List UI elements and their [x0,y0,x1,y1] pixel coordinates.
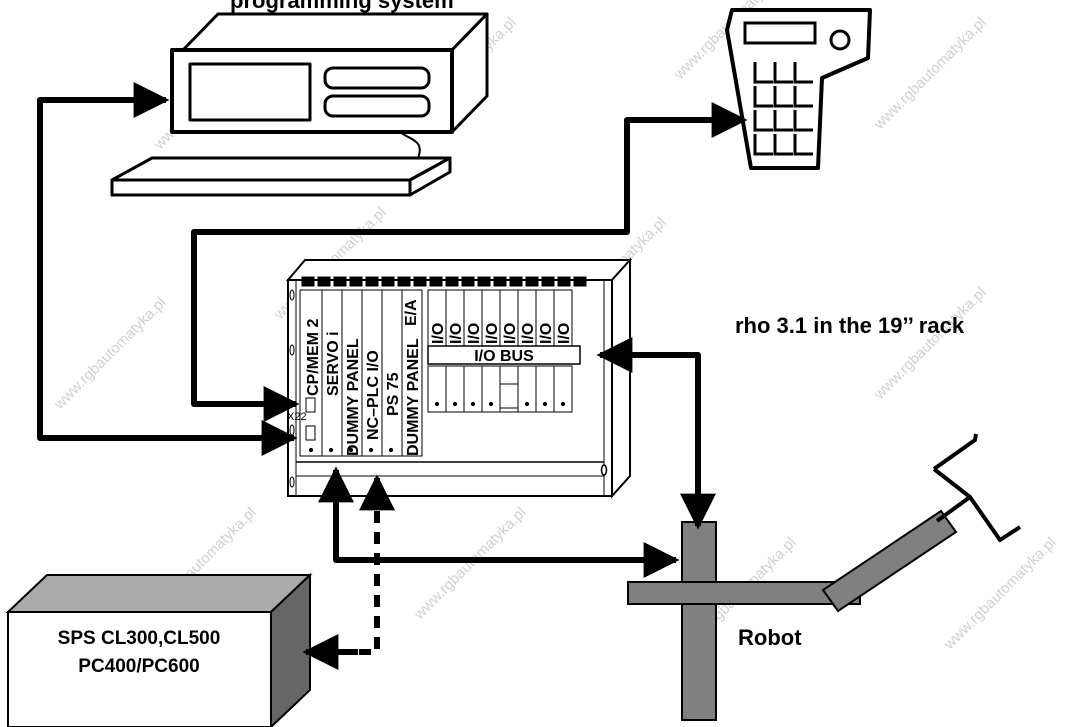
robot-icon [627,433,1022,721]
watermark: www.rgbautomatyka.pl [870,284,989,403]
connector-label: X22 [287,411,307,423]
io-module-label: I/O [430,323,447,344]
watermark: www.rgbautomatyka.pl [940,534,1059,653]
connection-lines [37,82,748,578]
plc-box-line1: SPS CL300,CL500 [58,628,221,649]
robot-label: Robot [738,625,802,650]
module-label: DUMMY PANEL [345,338,362,456]
rack-caption: rho 3.1 in the 19’’ rack [735,313,965,338]
io-module-label: I/O [556,323,573,344]
module-label: PS 75 [385,372,402,416]
plc-link-dotted-line [356,490,380,655]
io-module-label: I/O [520,323,537,344]
rack-19-inch [285,257,633,499]
plc-box [5,572,313,727]
plc-box-line2: PC400/PC600 [78,656,199,677]
io-bus-label: I/O BUS [474,348,534,365]
watermark: www.rgbautomatyka.pl [870,14,989,133]
module-label-small: E/A [403,299,420,326]
io-module-label: I/O [448,323,465,344]
io-module-label: I/O [502,323,519,344]
teach-pendant-icon [725,8,872,170]
io-bus-link-line [596,337,716,530]
watermark: www.rgbautomatyka.pl [410,504,529,623]
watermark: www.rgbautomatyka.pl [50,294,169,413]
servo-link-line [318,466,680,578]
plc-link-dotted [302,474,395,670]
pendant-link-line [191,117,700,407]
module-label: SERVO i [325,331,342,396]
rack-module-labels: CP/MEM 2 SERVO i DUMMY PANEL NC–PLC I/O … [287,299,573,456]
module-label: CP/MEM 2 [305,319,322,396]
top-title: programming system [230,0,454,13]
io-module-label: I/O [466,323,483,344]
io-module-label: I/O [484,323,501,344]
computer-icon [110,12,489,197]
module-label: DUMMY PANEL [405,338,422,456]
io-module-label: I/O [538,323,555,344]
module-label: NC–PLC I/O [365,350,382,440]
